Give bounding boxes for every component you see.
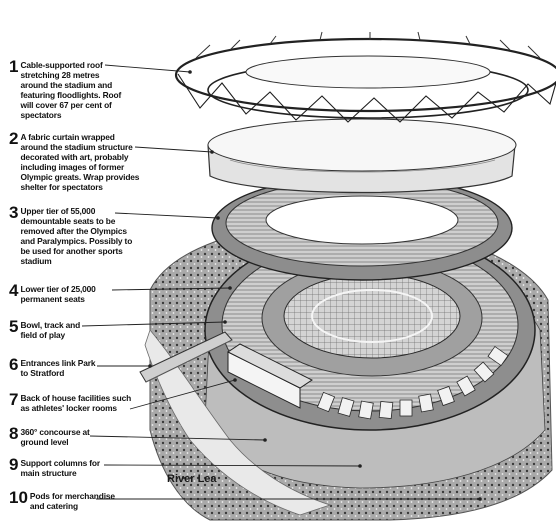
- callout-text: Entrances link Park to Stratford: [20, 358, 95, 378]
- callout-number: 4: [9, 284, 18, 298]
- callout-4: 4 Lower tier of 25,000 permanent seats: [9, 284, 96, 304]
- callout-number: 6: [9, 358, 18, 372]
- callout-text: Lower tier of 25,000 permanent seats: [20, 284, 95, 304]
- callout-text: Bowl, track and field of play: [20, 320, 80, 340]
- callout-number: 10: [9, 491, 28, 505]
- callout-number: 5: [9, 320, 18, 334]
- callout-10: 10 Pods for merchandise and catering: [9, 491, 115, 511]
- callout-number: 7: [9, 393, 18, 407]
- callout-6: 6 Entrances link Park to Stratford: [9, 358, 95, 378]
- callout-number: 9: [9, 458, 18, 472]
- callout-number: 3: [9, 206, 18, 220]
- callout-text: Back of house facilities such as athlete…: [20, 393, 131, 413]
- callout-1: 1 Cable-supported roof stretching 28 met…: [9, 60, 121, 120]
- callout-text: Cable-supported roof stretching 28 metre…: [20, 60, 121, 120]
- callout-text: Upper tier of 55,000 demountable seats t…: [20, 206, 132, 266]
- callout-8: 8 360° concourse at ground level: [9, 427, 90, 447]
- callout-text: 360° concourse at ground level: [20, 427, 89, 447]
- callout-9: 9 Support columns for main structure: [9, 458, 100, 478]
- callout-text: Pods for merchandise and catering: [30, 491, 115, 511]
- callout-number: 2: [9, 132, 18, 146]
- callout-text: A fabric curtain wrapped around the stad…: [20, 132, 139, 192]
- callout-7: 7 Back of house facilities such as athle…: [9, 393, 131, 413]
- callout-number: 1: [9, 60, 18, 74]
- river-lea-label: River Lea: [167, 473, 217, 485]
- callout-5: 5 Bowl, track and field of play: [9, 320, 80, 340]
- callout-text: Support columns for main structure: [20, 458, 100, 478]
- callout-3: 3 Upper tier of 55,000 demountable seats…: [9, 206, 132, 266]
- callout-2: 2 A fabric curtain wrapped around the st…: [9, 132, 139, 192]
- callout-number: 8: [9, 427, 18, 441]
